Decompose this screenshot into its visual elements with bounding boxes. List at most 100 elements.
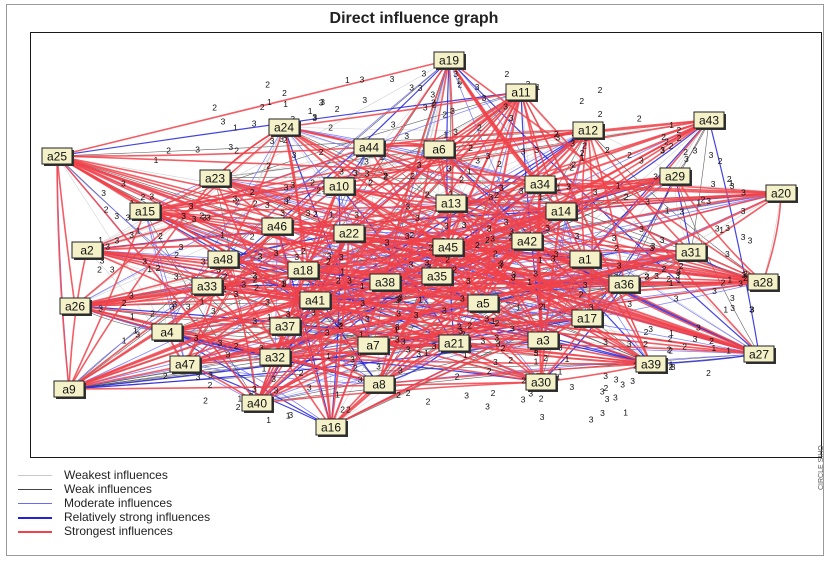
edge-weight-label: 3 bbox=[498, 260, 503, 270]
edge-weight-label: 3 bbox=[395, 295, 400, 305]
edge-weight-label: 1 bbox=[538, 192, 543, 202]
edge-weight-label: 3 bbox=[741, 188, 746, 198]
edge-weight-label: 3 bbox=[258, 252, 263, 262]
edge-weight-label: 2 bbox=[509, 233, 514, 243]
edge-weight-label: 3 bbox=[504, 217, 509, 227]
edge-weight-label: 3 bbox=[360, 75, 365, 85]
edge-weight-label: 2 bbox=[445, 255, 450, 265]
edge-weight-label: 3 bbox=[284, 196, 289, 206]
edge-weight-label: 3 bbox=[540, 412, 545, 422]
edge-weight-label: 2 bbox=[614, 243, 619, 253]
node-a8: a8 bbox=[363, 375, 396, 394]
edge-weight-label: 3 bbox=[534, 145, 539, 155]
edge-weight-label: 1 bbox=[616, 180, 621, 190]
plot-area: 3333323332331223122323333321222332332323… bbox=[30, 32, 822, 458]
influence-edge bbox=[74, 126, 285, 307]
edge-weight-label: 2 bbox=[605, 145, 610, 155]
edge-weight-label: 1 bbox=[238, 394, 243, 404]
edge-weight-label: 3 bbox=[358, 374, 363, 384]
edge-weight-label: 3 bbox=[521, 147, 526, 157]
edge-weight-label: 2 bbox=[718, 156, 723, 166]
edge-weight-label: 3 bbox=[362, 95, 367, 105]
node-label: a40 bbox=[247, 397, 267, 411]
edge-weight-label: 3 bbox=[409, 260, 414, 270]
edge-weight-label: 3 bbox=[444, 221, 449, 231]
influence-edge bbox=[539, 183, 764, 283]
edge-weight-label: 3 bbox=[327, 251, 332, 261]
edge-weight-label: 2 bbox=[384, 172, 389, 182]
node-a9: a9 bbox=[53, 380, 86, 399]
edge-weight-label: 3 bbox=[339, 252, 344, 262]
legend-label: Strongest influences bbox=[64, 524, 173, 538]
edge-weight-label: 2 bbox=[637, 113, 642, 123]
edge-weight-label: 3 bbox=[600, 408, 605, 418]
influence-edge bbox=[623, 192, 782, 285]
edge-weight-label: 3 bbox=[654, 271, 659, 281]
edge-weight-label: 3 bbox=[415, 213, 420, 223]
edge-weight-label: 2 bbox=[431, 97, 436, 107]
node-a36: a36 bbox=[608, 275, 641, 294]
edge-weight-label: 1 bbox=[542, 301, 547, 311]
edge-weight-label: 3 bbox=[730, 181, 735, 191]
edge-weight-label: 3 bbox=[364, 156, 369, 166]
influence-edge bbox=[144, 208, 438, 277]
edge-weight-label: 3 bbox=[600, 386, 605, 396]
node-a16: a16 bbox=[315, 418, 348, 437]
edge-weight-label: 2 bbox=[158, 231, 163, 241]
edge-weight-label: 3 bbox=[391, 119, 396, 129]
edge-weight-label: 3 bbox=[312, 113, 317, 123]
edge-weight-label: 3 bbox=[208, 370, 213, 380]
edge-weight-label: 3 bbox=[233, 194, 238, 204]
edge-weight-label: 2 bbox=[743, 269, 748, 279]
legend-line-swatch bbox=[18, 503, 52, 504]
edge-weight-label: 3 bbox=[228, 142, 233, 152]
graph-title: Direct influence graph bbox=[329, 10, 499, 27]
node-label: a34 bbox=[530, 178, 550, 192]
edge-weight-label: 2 bbox=[706, 368, 711, 378]
node-label: a12 bbox=[578, 124, 598, 138]
edge-weight-label: 1 bbox=[527, 277, 532, 287]
node-label: a7 bbox=[366, 339, 380, 353]
node-a17: a17 bbox=[571, 309, 604, 328]
node-label: a19 bbox=[439, 54, 459, 68]
edge-weight-label: 3 bbox=[376, 362, 381, 372]
edge-weight-label: 1 bbox=[669, 120, 674, 130]
edge-weight-label: 2 bbox=[410, 171, 415, 181]
edge-weight-label: 3 bbox=[265, 297, 270, 307]
edge-weight-label: 2 bbox=[141, 192, 146, 202]
edge-weight-label: 2 bbox=[199, 211, 204, 221]
influence-edge bbox=[382, 59, 450, 283]
edge-weight-label: 3 bbox=[545, 223, 550, 233]
edge-weight-label: 3 bbox=[566, 182, 571, 192]
influence-edge bbox=[74, 202, 452, 309]
edge-weight-label: 1 bbox=[443, 130, 448, 140]
influence-edge bbox=[166, 239, 528, 333]
node-a37: a37 bbox=[269, 317, 302, 336]
edge-weight-label: 3 bbox=[620, 380, 625, 390]
edge-weight-label: 3 bbox=[206, 213, 211, 223]
edge-weight-label: 2 bbox=[396, 390, 401, 400]
edge-weight-label: 3 bbox=[630, 376, 635, 386]
influence-edge bbox=[450, 201, 764, 283]
edge-weight-label: 2 bbox=[487, 366, 492, 376]
edge-weight-label: 1 bbox=[712, 343, 717, 353]
edge-weight-label: 3 bbox=[270, 136, 275, 146]
edge-weight-label: 2 bbox=[661, 132, 666, 142]
edge-weight-label: 2 bbox=[493, 249, 498, 259]
edge-weight-label: 1 bbox=[329, 210, 334, 220]
influence-edge bbox=[447, 246, 760, 357]
edge-weight-label: 3 bbox=[292, 150, 297, 160]
node-a48: a48 bbox=[207, 250, 240, 269]
node-label: a31 bbox=[681, 246, 701, 260]
edge-weight-label: 2 bbox=[328, 123, 333, 133]
legend-line-swatch bbox=[18, 517, 52, 519]
edge-weight-label: 2 bbox=[223, 272, 228, 282]
node-a47: a47 bbox=[169, 355, 202, 374]
edge-weight-label: 2 bbox=[234, 146, 239, 156]
edge-weight-label: 3 bbox=[432, 341, 437, 351]
node-label: a14 bbox=[551, 205, 571, 219]
edge-weight-label: 3 bbox=[417, 160, 422, 170]
edge-weight-label: 2 bbox=[539, 302, 544, 312]
edge-weight-label: 3 bbox=[416, 349, 421, 359]
node-label: a46 bbox=[267, 220, 287, 234]
